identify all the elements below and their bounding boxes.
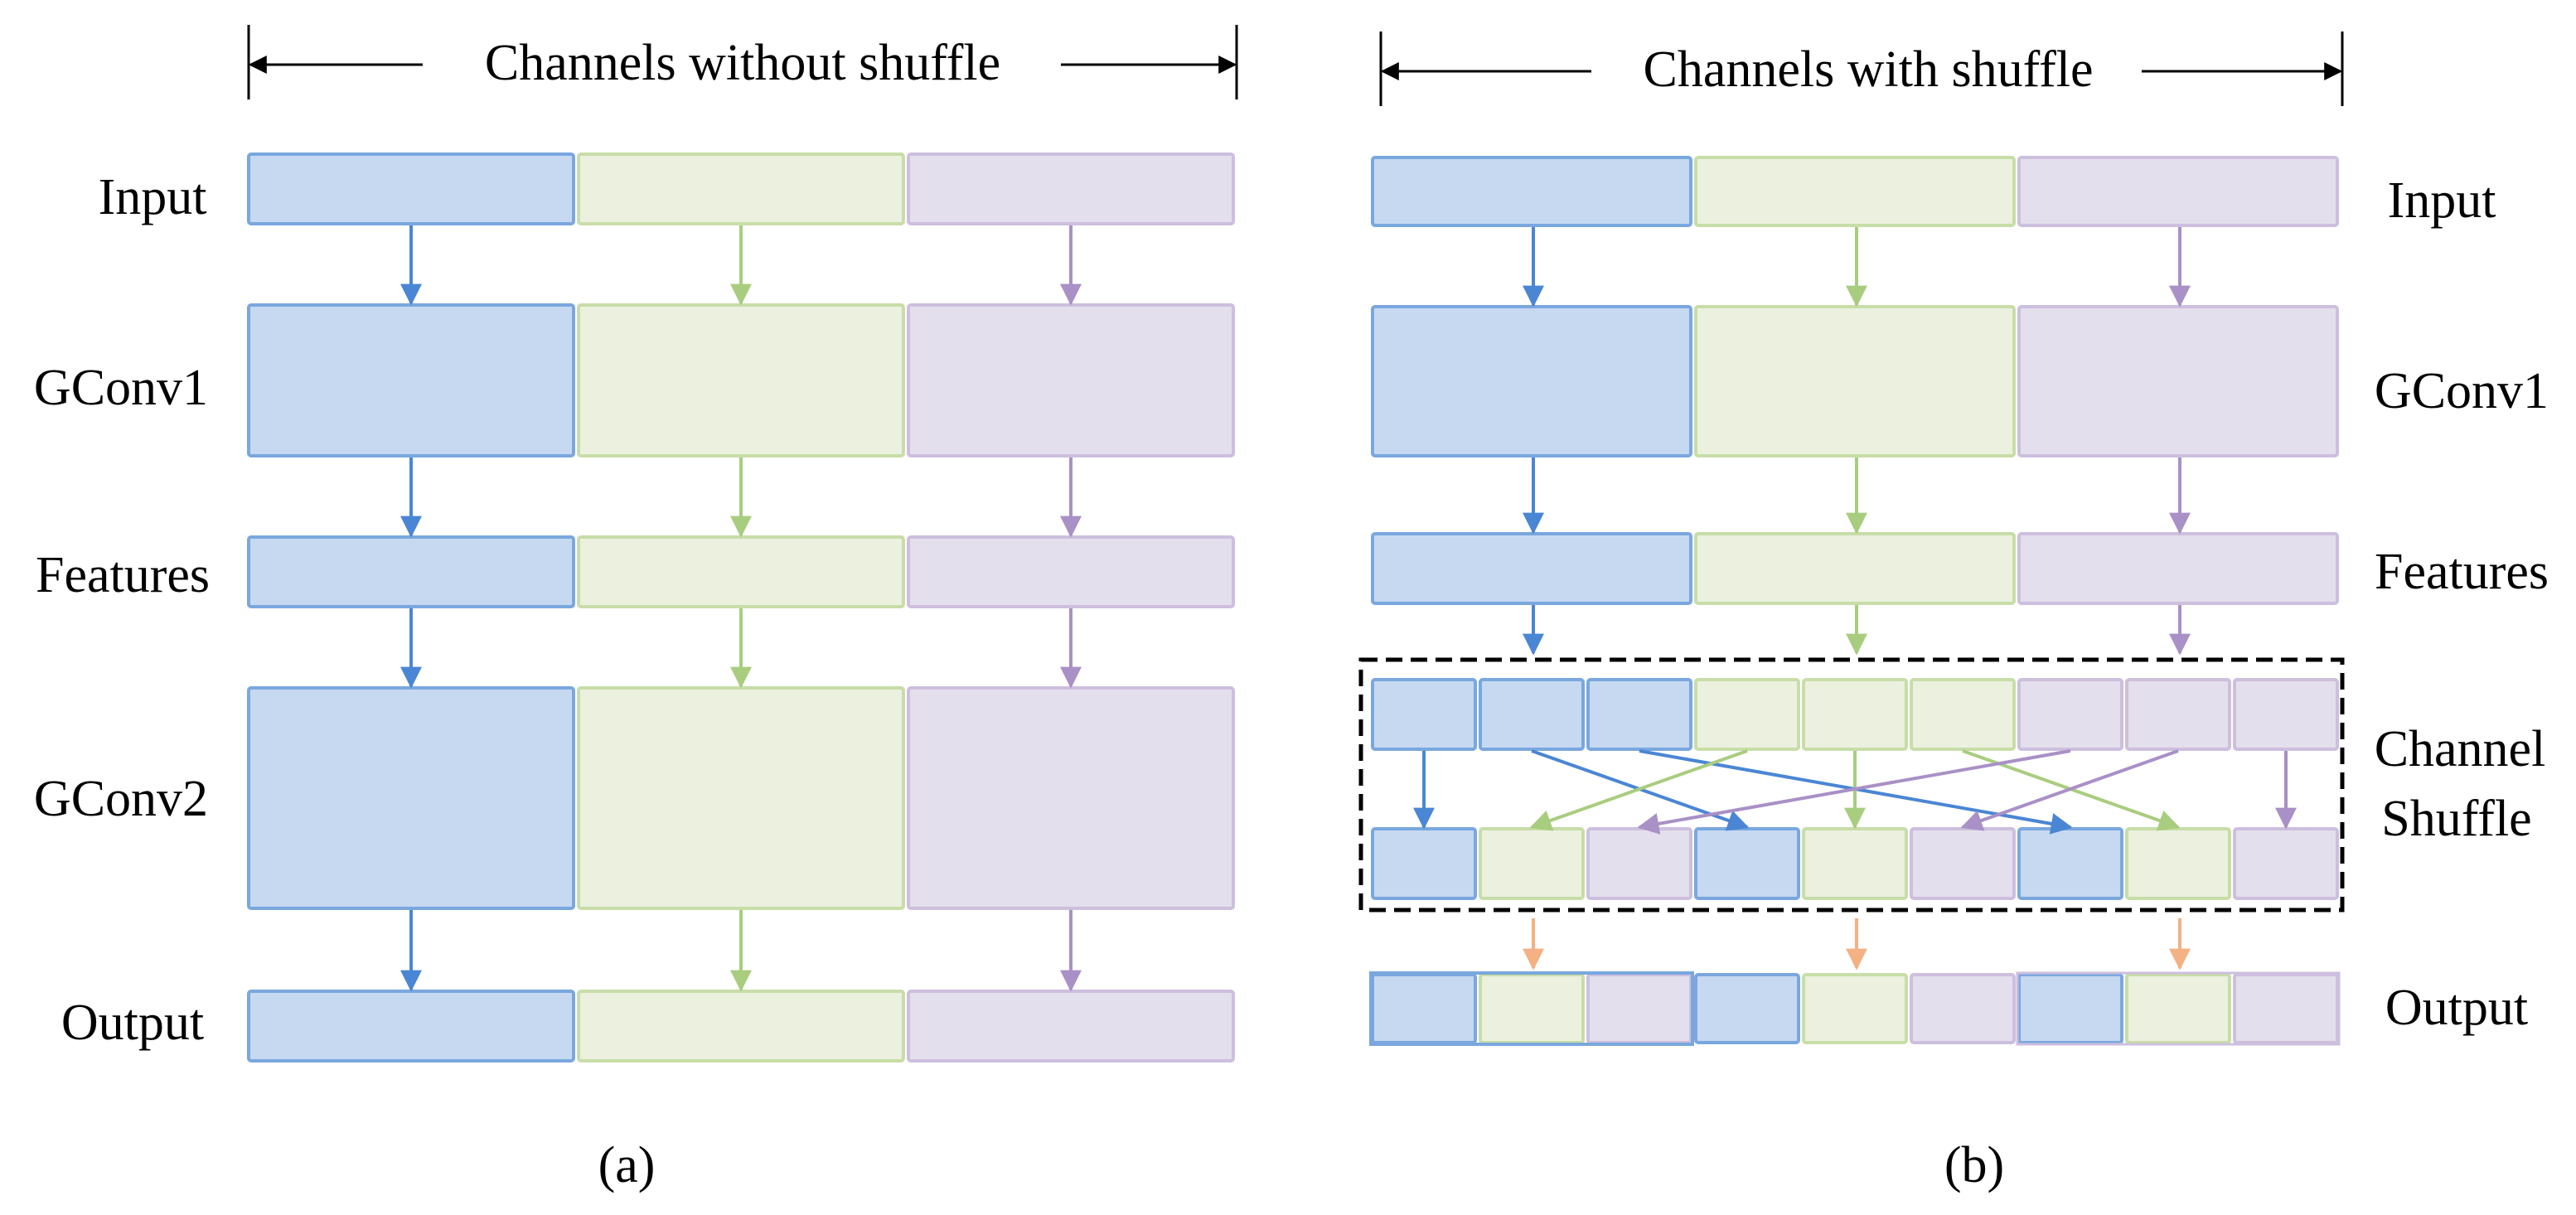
panel-b-gconv1-blue [1371,305,1692,457]
shuffle-top-purple-2 [2125,678,2231,751]
shuffle-top-green-3 [1910,678,2016,751]
panel-b-output-6 [1910,973,2016,1044]
shuffle-bottom-9 [2233,827,2339,900]
panel-b-header-bracket [1379,31,2344,106]
shuffle-bottom-8 [2125,827,2231,900]
panel-b-label-output: Output [2385,980,2528,1036]
panel-b-output-group-1 [1369,971,1694,1046]
panel-a-gconv2-purple [907,686,1235,910]
panel-a-features-blue [247,535,575,608]
panel-b-arrows [1523,227,2191,656]
shuffle-arrow-purple-2 [1960,749,2179,831]
shuffle-bottom-3 [1586,827,1692,900]
shuffle-bottom-6 [1910,827,2016,900]
shuffle-arrows [1413,749,2297,835]
panel-b-output-9 [2233,973,2339,1044]
panel-a-label-features: Features [36,547,210,603]
panel-b-input-purple [2017,156,2339,227]
panel-a-gconv1-blue [247,303,575,457]
panel-b: Channels with shuffle Input GConv1 Featu… [1358,31,2549,1193]
panel-a-gconv2-green [577,686,905,910]
panel-b-gconv1-purple [2017,305,2339,457]
output-arrows [1523,918,2191,971]
panel-a-label-gconv2: GConv2 [34,771,208,827]
shuffle-top-blue-2 [1479,678,1585,751]
panel-b-output-1 [1371,973,1477,1044]
panel-a-label-gconv1: GConv1 [34,360,208,416]
panel-b-label-shuffle-2: Shuffle [2381,791,2531,847]
panel-b-output-7 [2017,973,2123,1044]
panel-b-features-green [1694,532,2016,605]
panel-a-output-green [577,990,905,1063]
panel-b-label-shuffle-1: Channel [2375,721,2546,777]
panel-a-input-purple [907,152,1235,225]
panel-b-features-purple [2017,532,2339,605]
panel-b-label-features: Features [2375,544,2549,600]
panel-b-output-3 [1586,973,1692,1044]
shuffle-top-purple-1 [2017,678,2123,751]
panel-a-gconv1-green [577,303,905,457]
panel-b-output-group-3 [2016,971,2341,1046]
panel-a-output-purple [907,990,1235,1063]
panel-a-input-green [577,152,905,225]
panel-a-gconv2-blue [247,686,575,910]
panel-a-features-green [577,535,905,608]
panel-a-features-purple [907,535,1235,608]
panel-b-gconv1-green [1694,305,2016,457]
panel-b-output-5 [1802,973,1908,1044]
panel-b-output-row [1369,971,2341,1046]
panel-b-output-8 [2125,973,2231,1044]
shuffle-top-green-1 [1694,678,1800,751]
shuffle-bottom-7 [2017,827,2123,900]
shuffle-top-green-2 [1802,678,1908,751]
panel-a-header: Channels without shuffle [485,35,1000,91]
shuffle-arrow-green-1 [1529,749,1748,831]
panel-b-label-input: Input [2388,172,2496,229]
shuffle-top-blue-1 [1371,678,1477,751]
panel-b-input-blue [1371,156,1692,227]
panel-b-features-blue [1371,532,1692,605]
panel-a-label-input: Input [99,169,207,225]
panel-b-input-green [1694,156,2016,227]
panel-b-caption: (b) [1944,1137,2004,1193]
channel-shuffle-box [1358,657,2345,912]
shuffle-arrow-purple-1 [1637,749,2071,835]
shuffle-top-blue-3 [1586,678,1692,751]
shuffle-top-purple-3 [2233,678,2339,751]
panel-a-arrows [400,225,1082,992]
shuffle-top-row [1371,678,2339,751]
panel-b-output-2 [1479,973,1585,1044]
shuffle-bottom-5 [1802,827,1908,900]
panel-b-label-gconv1: GConv1 [2375,363,2549,419]
panel-a-label-output: Output [61,995,204,1051]
panel-b-header: Channels with shuffle [1643,41,2093,98]
panel-b-output-4 [1694,973,1800,1044]
panel-a-gconv1-purple [907,303,1235,457]
panel-a: Channels without shuffle Input GConv1 Fe… [34,25,1238,1193]
panel-a-header-bracket [247,25,1238,99]
panel-a-output-blue [247,990,575,1063]
panel-a-input-blue [247,152,575,225]
panel-a-caption: (a) [598,1137,656,1193]
shuffle-bottom-4 [1694,827,1800,900]
shuffle-bottom-row [1371,827,2339,900]
shuffle-bottom-2 [1479,827,1585,900]
shuffle-bottom-1 [1371,827,1477,900]
